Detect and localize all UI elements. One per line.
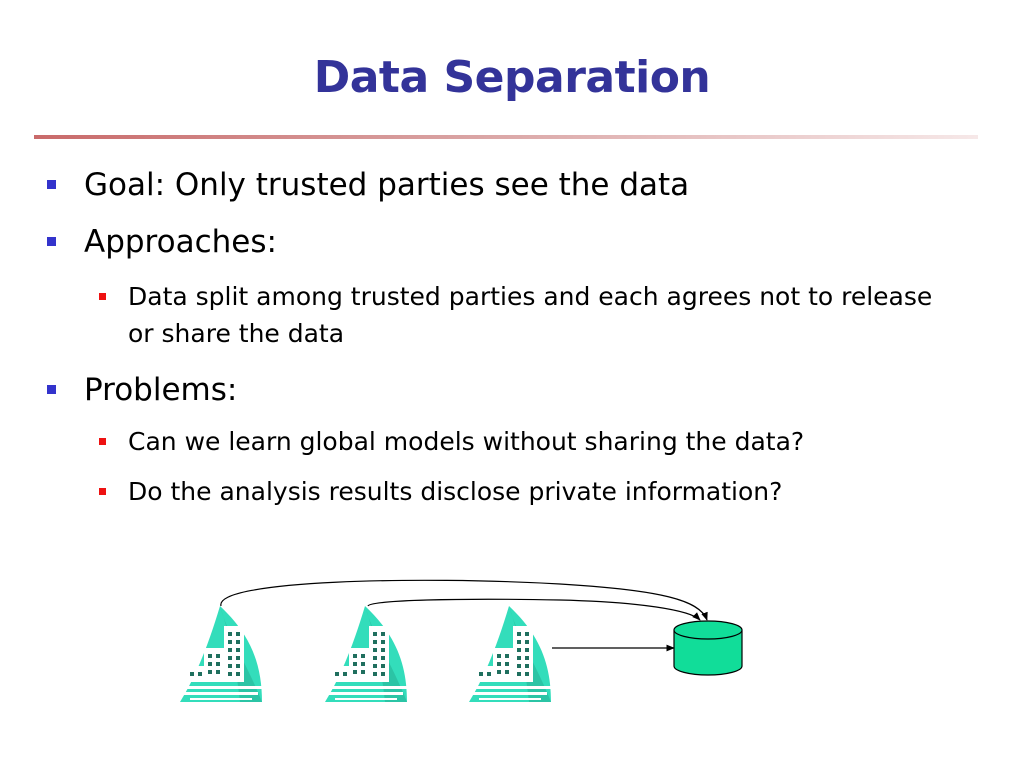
flow-arc-inner [367,598,701,621]
bullet-problems-text: Problems: [84,372,238,408]
database-cylinder-icon [673,620,743,676]
sub-bullet-disclose-text: Do the analysis results disclose private… [128,477,783,506]
sub-bullet-square-icon [99,438,106,445]
bullet-square-icon [47,237,56,246]
bullet-approaches: Approaches: [47,222,277,262]
bullet-approaches-text: Approaches: [84,224,277,260]
bullet-problems: Problems: [47,370,238,410]
office-building-icon [180,606,262,702]
sub-bullet-square-icon [99,488,106,495]
sub-bullet-disclose: Do the analysis results disclose private… [99,473,948,510]
bullet-list: Goal: Only trusted parties see the data … [47,165,948,510]
slide-title: Data Separation [313,52,711,103]
data-flow-diagram [180,579,743,702]
sub-bullet-data-split-text: Data split among trusted parties and eac… [128,282,933,348]
flow-arc-outer [220,579,708,621]
bullet-goal: Goal: Only trusted parties see the data [47,165,690,205]
office-building-icon [469,606,551,702]
bullet-goal-text: Goal: Only trusted parties see the data [84,167,690,203]
title-divider [34,135,978,139]
sub-bullet-square-icon [99,293,106,300]
sub-bullet-global-models: Can we learn global models without shari… [99,423,948,460]
office-building-icon [325,606,407,702]
sub-bullet-global-models-text: Can we learn global models without shari… [128,427,805,456]
bullet-square-icon [47,385,56,394]
bullet-square-icon [47,180,56,189]
sub-bullet-data-split: Data split among trusted parties and eac… [99,278,943,352]
